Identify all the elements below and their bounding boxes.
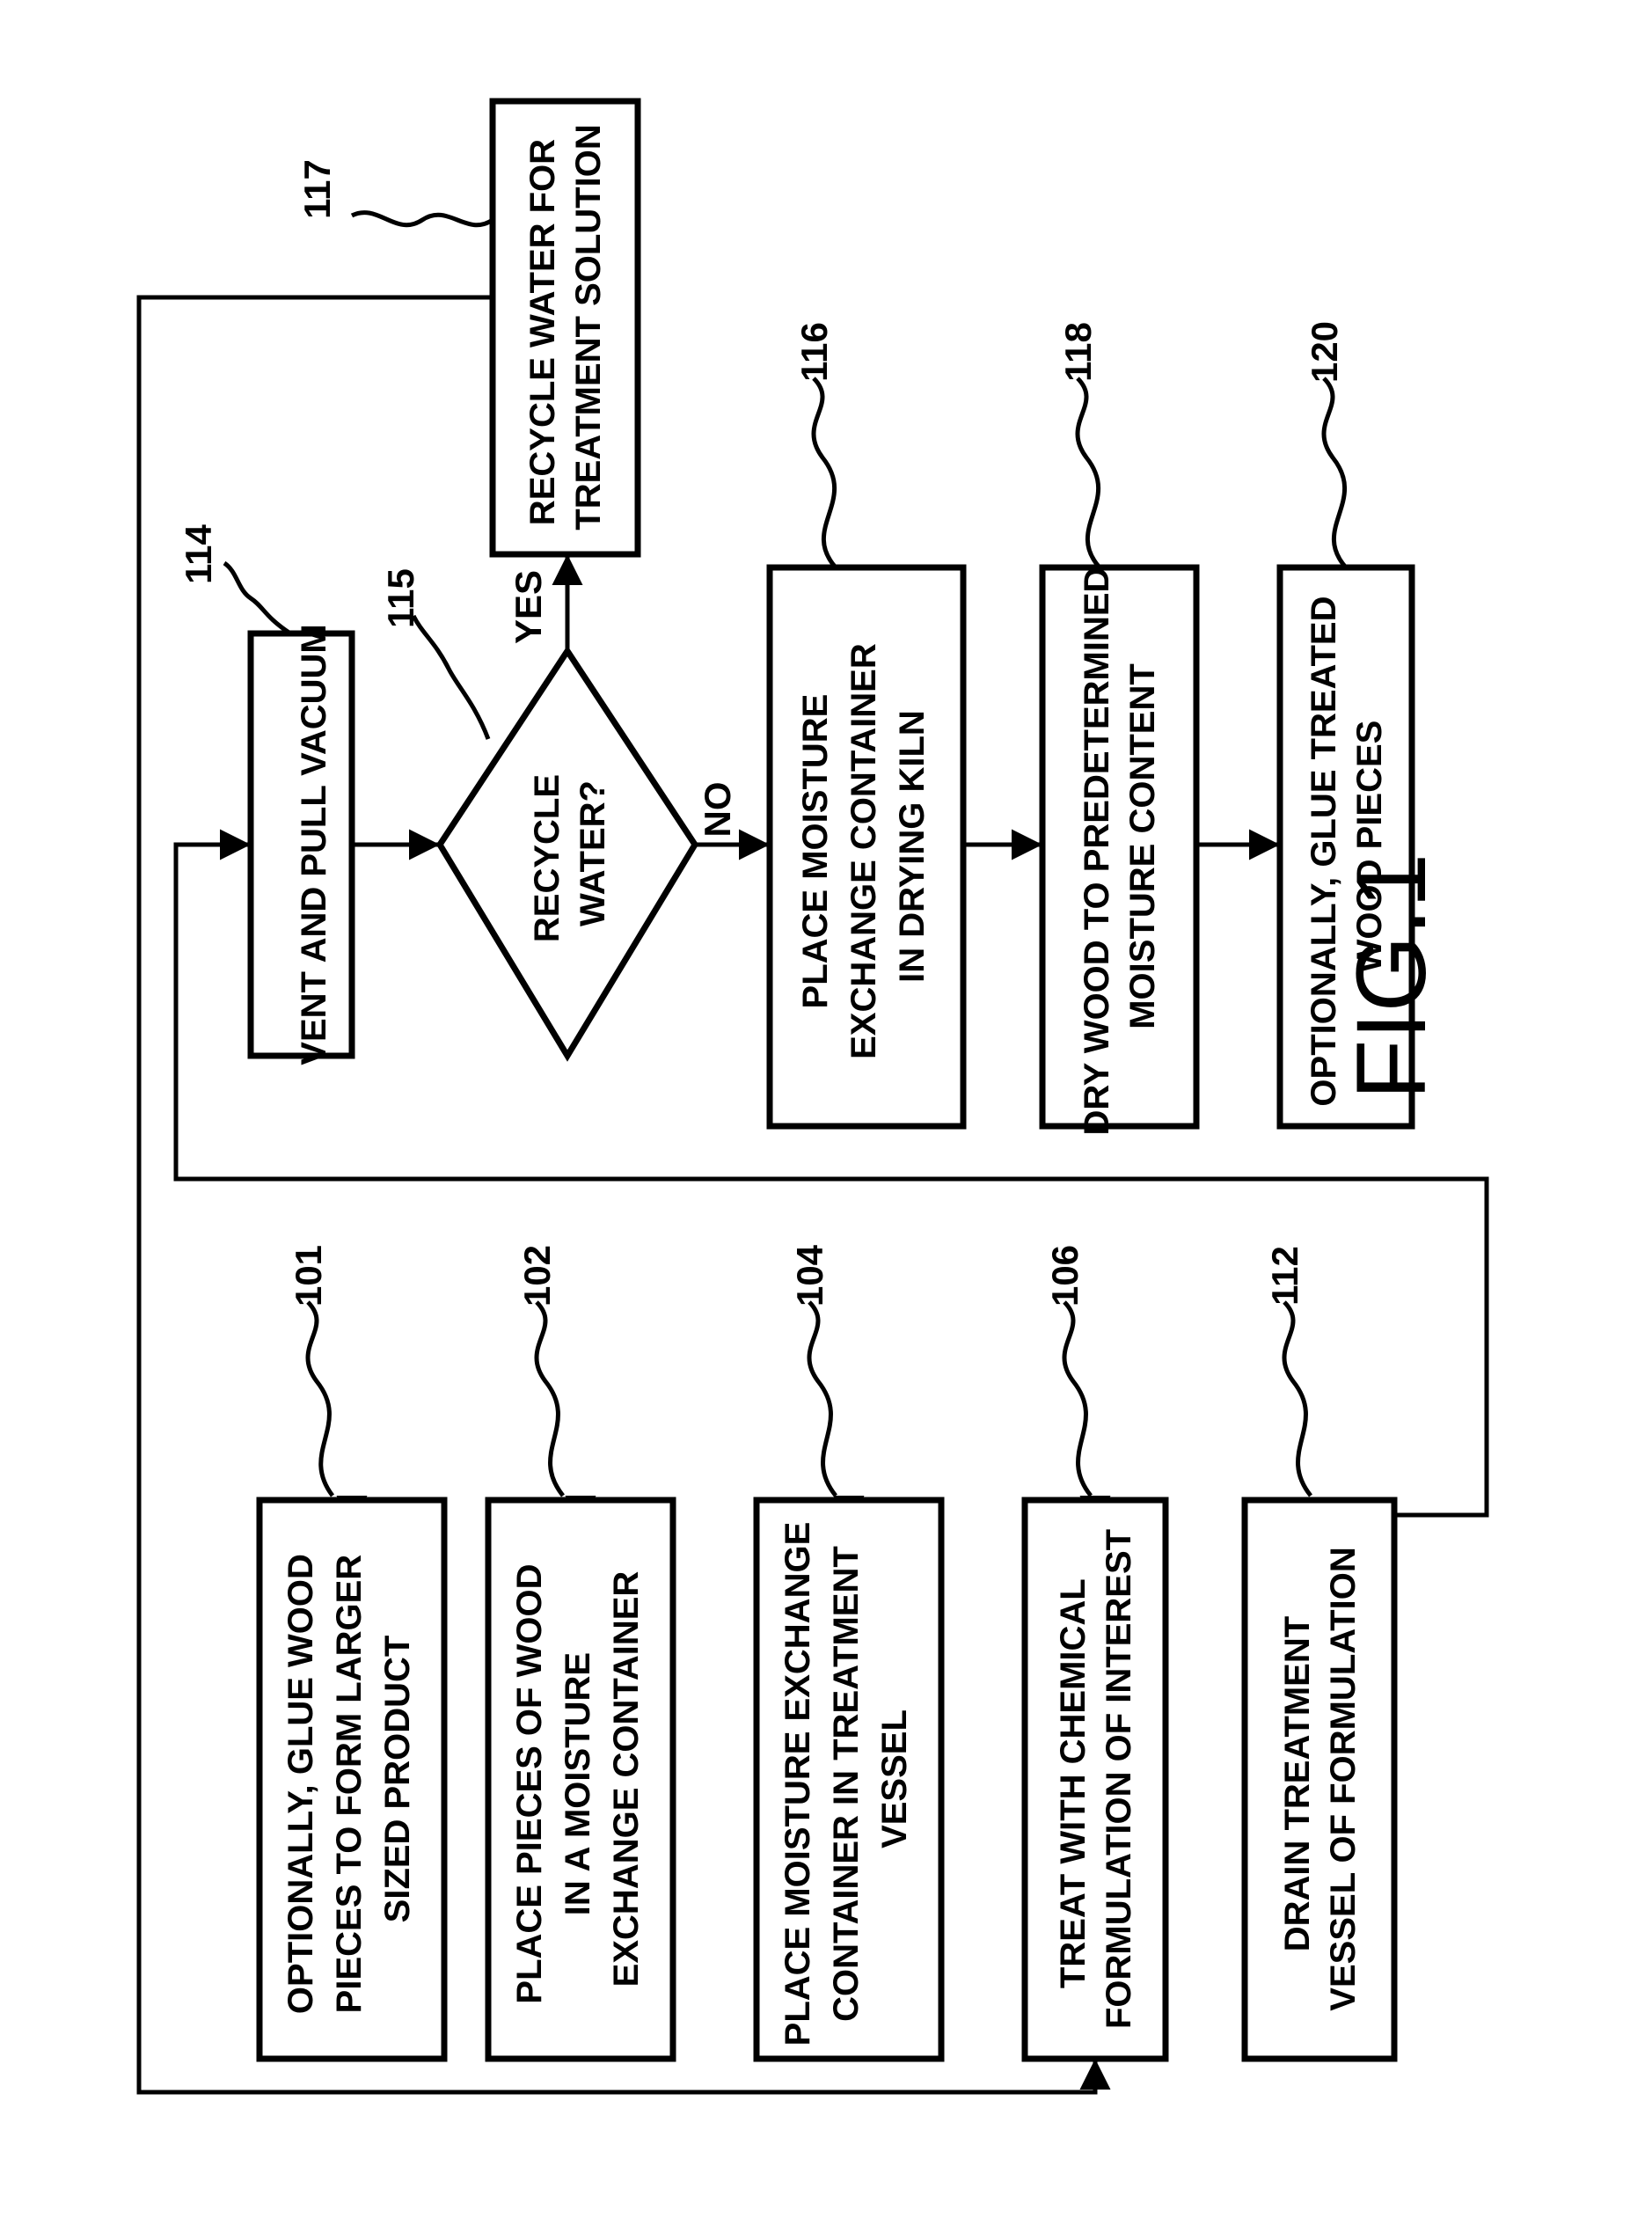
ref-101: 101 bbox=[288, 1245, 329, 1307]
leader-106 bbox=[1064, 1302, 1091, 1496]
leader-102 bbox=[537, 1302, 563, 1496]
ref-114: 114 bbox=[178, 523, 219, 583]
ref-117: 117 bbox=[296, 159, 338, 219]
step-117-box bbox=[493, 101, 638, 554]
step-101: OPTIONALLY, GLUE WOOD PIECES TO FORM LAR… bbox=[259, 1245, 444, 2059]
step-106-box bbox=[1025, 1500, 1166, 2059]
no-label: NO bbox=[697, 782, 738, 838]
ref-120: 120 bbox=[1304, 321, 1345, 383]
ref-104: 104 bbox=[789, 1244, 830, 1307]
leader-104 bbox=[809, 1302, 836, 1496]
step-102: PLACE PIECES OF WOOD IN A MOISTURE EXCHA… bbox=[488, 1245, 673, 2059]
leader-101 bbox=[308, 1302, 333, 1496]
step-104: PLACE MOISTURE EXCHANGE CONTAINER IN TRE… bbox=[757, 1244, 941, 2059]
step-118-box bbox=[1042, 567, 1196, 1126]
ref-112: 112 bbox=[1264, 1246, 1305, 1306]
decision-115-diamond bbox=[440, 651, 695, 1056]
step-114: VENT AND PULL VACUUM 114 bbox=[178, 523, 352, 1065]
leader-115 bbox=[413, 616, 488, 739]
leader-112 bbox=[1284, 1302, 1311, 1496]
ref-106: 106 bbox=[1044, 1245, 1085, 1307]
step-112: DRAIN TREATMENT VESSEL OF FORMULATION 11… bbox=[1245, 1246, 1394, 2059]
ref-102: 102 bbox=[516, 1245, 558, 1307]
leader-114 bbox=[224, 563, 290, 633]
step-106: TREAT WITH CHEMICAL FORMULATION OF INTER… bbox=[1025, 1245, 1166, 2059]
ref-115: 115 bbox=[380, 568, 421, 628]
step-117: RECYCLE WATER FOR TREATMENT SOLUTION 117 bbox=[296, 101, 638, 554]
leader-116 bbox=[814, 378, 836, 567]
leader-120 bbox=[1324, 378, 1346, 567]
step-114-text: VENT AND PULL VACUUM bbox=[295, 624, 333, 1065]
decision-115: RECYCLE WATER? 115 YES NO bbox=[380, 568, 738, 1056]
step-118: DRY WOOD TO PREDETERMINED MOISTURE CONTE… bbox=[1042, 322, 1196, 1135]
step-116: PLACE MOISTURE EXCHANGE CONTAINER IN DRY… bbox=[770, 322, 963, 1126]
step-112-box bbox=[1245, 1500, 1394, 2059]
figure-label: FIG.1 bbox=[1336, 853, 1446, 1100]
ref-116: 116 bbox=[793, 322, 835, 382]
ref-118: 118 bbox=[1057, 322, 1099, 382]
leader-117 bbox=[352, 213, 493, 225]
yes-label: YES bbox=[508, 570, 549, 644]
leader-118 bbox=[1078, 378, 1100, 567]
